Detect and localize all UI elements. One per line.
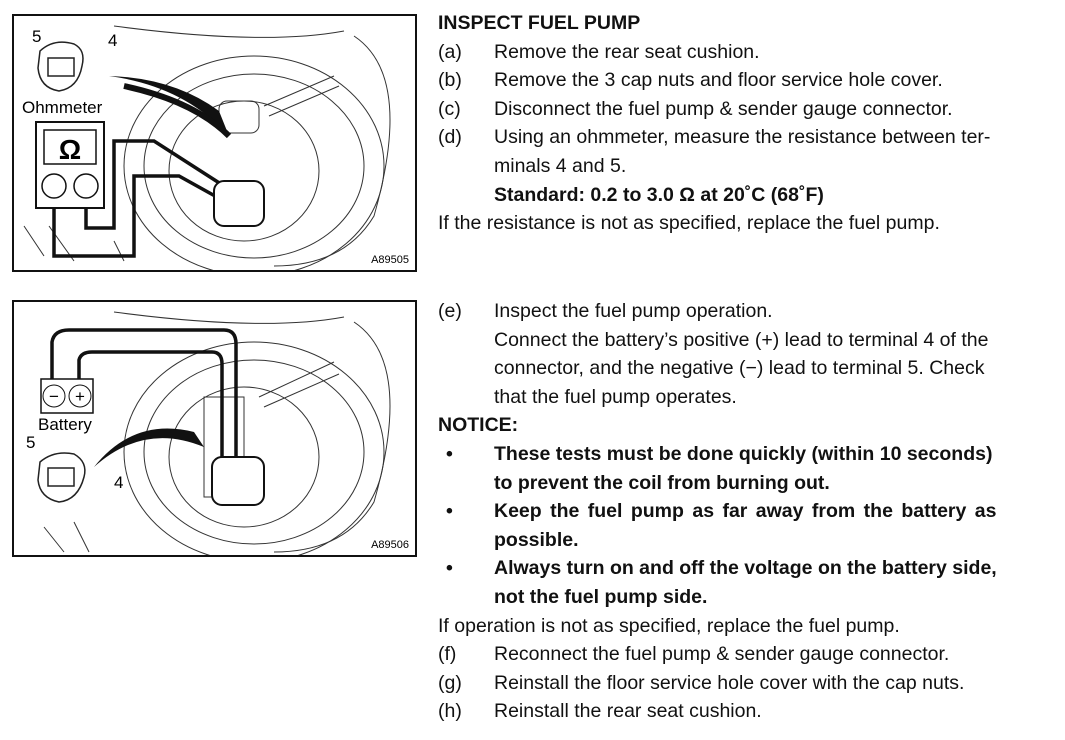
step-text: Using an ohmmeter, measure the resistanc…: [494, 126, 991, 149]
step-c: (c) Disconnect the fuel pump & sender gau…: [438, 95, 1058, 124]
notice-item: • Always turn on and off the voltage on t…: [438, 554, 1058, 583]
section-title: INSPECT FUEL PUMP: [438, 12, 641, 34]
bullet: •: [446, 557, 453, 580]
pin-4-label: 4: [114, 473, 123, 492]
step-text: Reinstall the floor service hole cover w…: [494, 671, 965, 694]
step-text: Remove the rear seat cushion.: [494, 40, 760, 63]
notice-text: to prevent the coil from burning out.: [494, 471, 830, 494]
step-label: (a): [438, 40, 462, 63]
step-label: (e): [438, 300, 462, 322]
notice-text: These tests must be done quickly (within…: [494, 442, 993, 465]
step-b: (b) Remove the 3 cap nuts and floor servi…: [438, 66, 1058, 95]
step-text: Remove the 3 cap nuts and floor service …: [494, 69, 943, 92]
resistance-note: If the resistance is not as specified, r…: [438, 212, 940, 235]
ohm-symbol: Ω: [59, 134, 81, 165]
battery-label: Battery: [38, 415, 92, 434]
step-h: (h) Reinstall the rear seat cushion.: [438, 697, 1058, 726]
step-text: Reconnect the fuel pump & sender gauge c…: [494, 643, 950, 666]
step-label: (g): [438, 671, 462, 694]
step-label: (h): [438, 700, 462, 723]
operation-note: If operation is not as specified, replac…: [438, 614, 900, 637]
notice-text: possible.: [494, 528, 579, 551]
step-text: Disconnect the fuel pump & sender gauge …: [494, 97, 953, 120]
step-e: (e) Inspect the fuel pump operation.: [438, 297, 1058, 326]
step-e-line: connector, and the negative (−) lead to …: [494, 357, 985, 380]
notice-title: NOTICE:: [438, 414, 519, 437]
standard-spec: Standard: 0.2 to 3.0 Ω at 20˚C (68˚F): [494, 183, 824, 206]
step-d: (d) Using an ohmmeter, measure the resist…: [438, 123, 1058, 152]
notice-item: • These tests must be done quickly (withi…: [438, 440, 1058, 469]
inspect-fuel-pump-section: INSPECT FUEL PUMP (a) Remove the rear sea…: [438, 9, 1058, 238]
step-a: (a) Remove the rear seat cushion.: [438, 38, 1058, 67]
minus-terminal: −: [49, 387, 59, 406]
step-e-line: that the fuel pump operates.: [494, 385, 737, 408]
figure-code: A89505: [371, 254, 409, 266]
connector-icon: [37, 452, 86, 503]
step-f: (f) Reconnect the fuel pump & sender gaug…: [438, 640, 1058, 669]
notice-item: • Keep the fuel pump as far away from the…: [438, 497, 1058, 526]
figure-ohmmeter-test: 5 4 Ohmmeter Ω A89505: [12, 14, 417, 272]
step-label: (f): [438, 643, 457, 666]
pin-5-label: 5: [26, 433, 35, 452]
step-e-line: Connect the battery’s positive (+) lead …: [494, 328, 989, 351]
plus-terminal: +: [75, 387, 85, 406]
pin-5-label: 5: [32, 27, 41, 46]
connector-icon: [37, 41, 84, 92]
step-label: (b): [438, 69, 462, 92]
figure-battery-test: − + Battery 5 4 A89506: [12, 300, 417, 557]
bullet: •: [446, 500, 453, 523]
notice-text: Keep the fuel pump as far away from the …: [494, 500, 997, 523]
ohmmeter-diagram: 5 4 Ohmmeter Ω A89505: [22, 25, 409, 270]
step-label: (c): [438, 97, 461, 120]
battery-diagram: − + Battery 5 4 A89506: [26, 311, 409, 555]
figure-code: A89506: [371, 539, 409, 551]
step-g: (g) Reinstall the floor service hole cove…: [438, 669, 1058, 698]
pump-operation-section: (e) Inspect the fuel pump operation. Conn…: [438, 297, 1058, 726]
notice-text: not the fuel pump side.: [494, 585, 708, 608]
step-text: Reinstall the rear seat cushion.: [494, 700, 762, 723]
step-label: (d): [438, 126, 462, 149]
notice-text: Always turn on and off the voltage on th…: [494, 557, 997, 580]
pin-4-label: 4: [108, 31, 117, 50]
step-text: Inspect the fuel pump operation.: [494, 300, 773, 322]
ohmmeter-label: Ohmmeter: [22, 98, 103, 117]
bullet: •: [446, 442, 453, 465]
step-d-continued: minals 4 and 5.: [494, 154, 627, 177]
